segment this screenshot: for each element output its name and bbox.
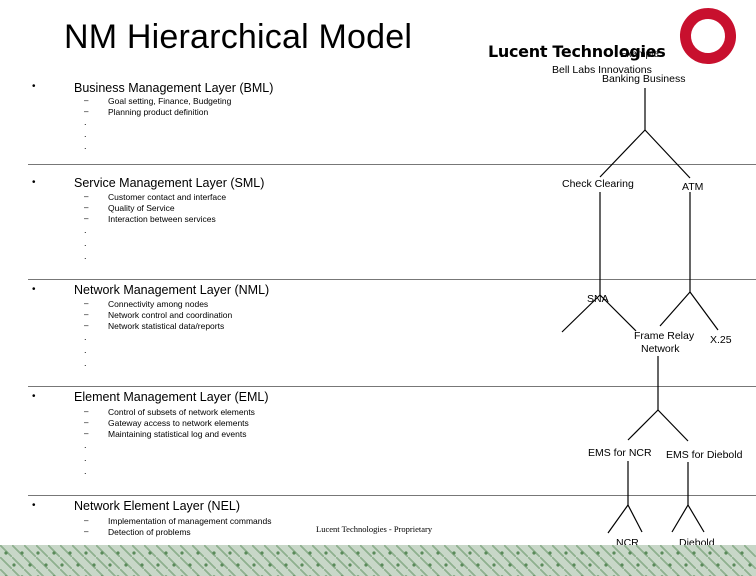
ellipsis-dot: . — [84, 225, 87, 235]
tree-edge — [561, 294, 601, 333]
tree-root-banking-business: Banking Business — [602, 73, 686, 85]
layer-item: Planning product definition — [108, 107, 209, 117]
tree-node-frame-relay-line2: Network — [641, 343, 680, 355]
dash-marker: – — [84, 527, 89, 536]
tree-node-atm: ATM — [682, 181, 704, 193]
example-label: Example — [620, 49, 659, 60]
tree-node-check-clearing: Check Clearing — [562, 178, 634, 190]
layer-item: Interaction between services — [108, 214, 216, 224]
dash-marker: – — [84, 203, 89, 212]
dash-marker: – — [84, 407, 89, 416]
ellipsis-dot: . — [84, 129, 87, 139]
tree-edge — [644, 129, 691, 179]
ellipsis-dot: . — [84, 345, 87, 355]
bullet-marker: • — [32, 284, 36, 295]
layer-item: Quality of Service — [108, 203, 175, 213]
ellipsis-dot: . — [84, 238, 87, 248]
tree-edge — [599, 129, 646, 178]
ellipsis-dot: . — [84, 141, 87, 151]
separator-line — [28, 164, 756, 165]
layer-item: Implementation of management commands — [108, 516, 272, 526]
layer-title-sml: Service Management Layer (SML) — [74, 176, 265, 190]
separator-line — [28, 279, 756, 280]
ellipsis-dot: . — [84, 440, 87, 450]
tree-edge — [657, 409, 689, 442]
tree-node-ems-ncr: EMS for NCR — [588, 447, 652, 459]
layer-title-nel: Network Element Layer (NEL) — [74, 499, 241, 513]
bullet-marker: • — [32, 391, 36, 402]
bullet-marker: • — [32, 500, 36, 511]
dash-marker: – — [84, 192, 89, 201]
layer-item: Gateway access to network elements — [108, 418, 249, 428]
tree-edge — [599, 294, 637, 332]
tree-edge — [659, 291, 691, 327]
ellipsis-dot: . — [84, 332, 87, 342]
layer-item: Network statistical data/reports — [108, 321, 225, 331]
dash-marker: – — [84, 214, 89, 223]
dash-marker: – — [84, 96, 89, 105]
ellipsis-dot: . — [84, 358, 87, 368]
layer-item: Network control and coordination — [108, 310, 233, 320]
layer-title-bml: Business Management Layer (BML) — [74, 81, 274, 95]
tree-node-x25: X.25 — [710, 334, 732, 346]
layer-item: Detection of problems — [108, 527, 191, 537]
bullet-marker: • — [32, 177, 36, 188]
slide-title: NM Hierarchical Model — [64, 18, 413, 56]
tree-edge — [687, 504, 705, 533]
brand-name: Lucent Technologies — [488, 42, 666, 61]
ellipsis-dot: . — [84, 466, 87, 476]
dash-marker: – — [84, 429, 89, 438]
dash-marker: – — [84, 299, 89, 308]
tree-edge — [689, 291, 719, 331]
layer-title-eml: Element Management Layer (EML) — [74, 390, 269, 404]
brand-tagline: Bell Labs Innovations — [552, 64, 652, 76]
dash-marker: – — [84, 418, 89, 427]
layer-item: Connectivity among nodes — [108, 299, 209, 309]
layer-item: Maintaining statistical log and events — [108, 429, 247, 439]
footer-proprietary: Lucent Technologies - Proprietary — [316, 524, 433, 534]
dash-marker: – — [84, 516, 89, 525]
layer-item: Customer contact and interface — [108, 192, 227, 202]
ellipsis-dot: . — [84, 117, 87, 127]
tree-edge — [607, 504, 629, 534]
tree-node-ems-diebold: EMS for Diebold — [666, 449, 743, 461]
tree-edge — [627, 504, 643, 533]
separator-line — [28, 495, 756, 496]
ellipsis-dot: . — [84, 453, 87, 463]
ellipsis-dot: . — [84, 251, 87, 261]
separator-line — [28, 386, 756, 387]
decorative-bottom-band — [0, 545, 756, 576]
dash-marker: – — [84, 107, 89, 116]
tree-node-frame-relay-line1: Frame Relay — [634, 330, 695, 342]
dash-marker: – — [84, 321, 89, 330]
tree-node-sna: SNA — [587, 293, 609, 305]
dash-marker: – — [84, 310, 89, 319]
bullet-marker: • — [32, 81, 36, 92]
layer-item: Control of subsets of network elements — [108, 407, 255, 417]
layer-item: Goal setting, Finance, Budgeting — [108, 96, 232, 106]
tree-edge — [671, 504, 689, 533]
tree-edge — [627, 409, 659, 441]
layer-title-nml: Network Management Layer (NML) — [74, 283, 270, 297]
